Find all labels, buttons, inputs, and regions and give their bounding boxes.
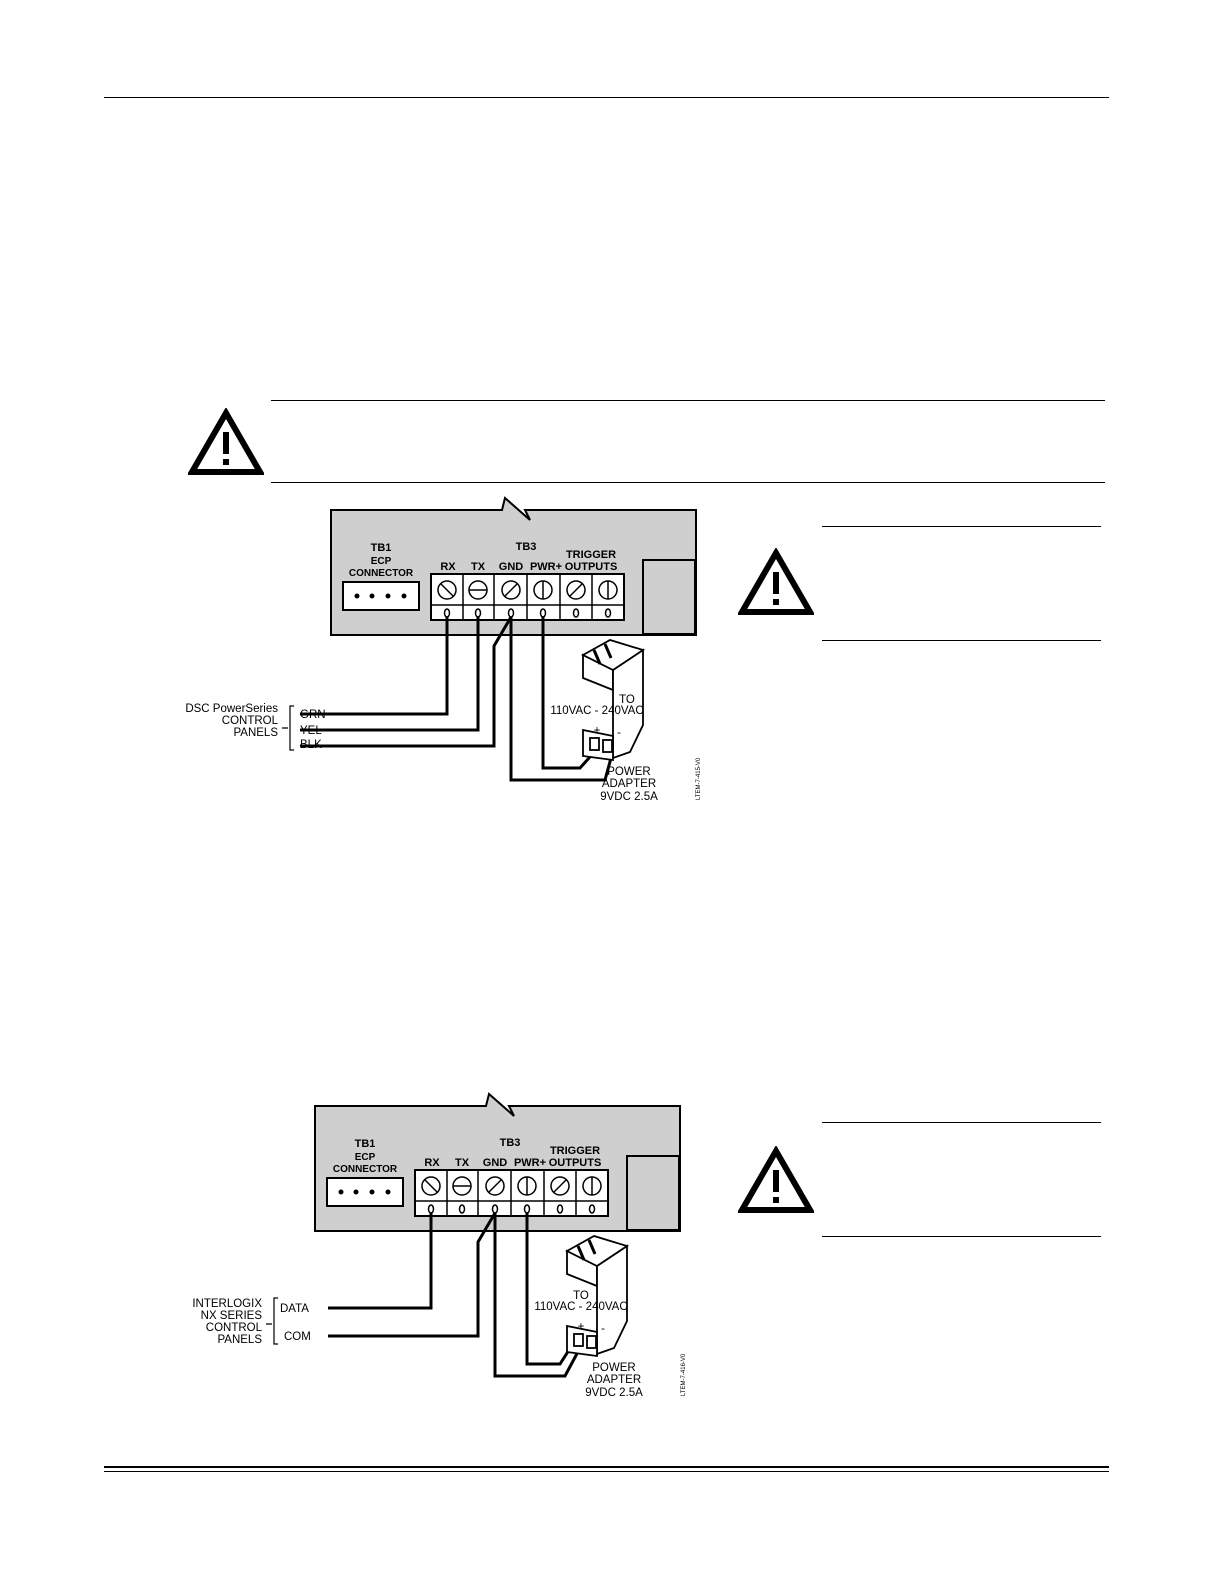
header-rule (104, 97, 1109, 98)
trigger-label-2: OUTPUTS (549, 1157, 602, 1169)
adapter-label-1: POWER (607, 766, 650, 778)
caution-box-top-rule (271, 400, 1105, 401)
caution-box-bottom-rule (271, 482, 1105, 483)
wiring-diagram-interlogix: TB1 ECP CONNECTOR TB3 RX TX GND PWR+ TRI… (192, 1092, 687, 1399)
ac-label-2: 110VAC - 240VAC (534, 1301, 627, 1313)
terminal-tx-label: TX (471, 561, 486, 573)
trigger-label-1: TRIGGER (550, 1145, 600, 1157)
note1-top-rule (822, 526, 1101, 527)
adapter-label-3: 9VDC 2.5A (600, 791, 658, 803)
wire-com-label: COM (284, 1331, 311, 1343)
trigger-label-1: TRIGGER (566, 549, 616, 561)
figure-code: LTEM-7-415-V0 (696, 757, 702, 800)
terminal-rx-label: RX (424, 1157, 440, 1169)
adapter-label-2: ADAPTER (602, 778, 656, 790)
tb1-title: TB1 (371, 542, 392, 554)
power-adapter-icon (581, 639, 646, 762)
panel-label-2: CONTROL (222, 715, 279, 727)
screw-terminal-icon (437, 574, 618, 620)
terminal-pwr-label: PWR+ (530, 561, 562, 573)
note2-top-rule (822, 1122, 1101, 1123)
minus-label: - (601, 1323, 605, 1335)
wiring-diagram-dsc: TB1 ECP CONNECTOR TB3 RX TX GND PWR+ TRI… (185, 496, 702, 803)
ac-label-2: 110VAC - 240VAC (550, 705, 643, 717)
panel-label-3: PANELS (233, 727, 278, 739)
plus-label: + (594, 725, 601, 737)
minus-label: - (617, 727, 621, 739)
terminal-tx-label: TX (455, 1157, 470, 1169)
footer-rule-thick (104, 1466, 1109, 1468)
tb1-label-2: CONNECTOR (333, 1164, 398, 1175)
plus-label: + (578, 1321, 585, 1333)
trigger-label-2: OUTPUTS (565, 561, 618, 573)
tb1-title: TB1 (355, 1138, 376, 1150)
adapter-label-1: POWER (592, 1362, 635, 1374)
panel-label-1: INTERLOGIX (192, 1298, 262, 1310)
screw-terminal-icon (421, 1170, 602, 1216)
tb3-title: TB3 (516, 541, 537, 553)
warning-icon (738, 548, 814, 615)
terminal-gnd-label: GND (483, 1157, 508, 1169)
ac-label-1: TO (619, 694, 635, 706)
wire-yel-label: YEL (300, 725, 322, 737)
note1-bottom-rule (822, 640, 1101, 641)
tb1-label-1: ECP (371, 556, 392, 567)
figure-code: LTEM-7-416-V0 (681, 1353, 687, 1396)
note2-bottom-rule (822, 1236, 1101, 1237)
panel-label-1: DSC PowerSeries (185, 703, 278, 715)
wire-grn-label: GRN (300, 709, 326, 721)
wire-blk-label: BLK (300, 739, 322, 751)
panel-label-4: PANELS (217, 1334, 262, 1346)
adapter-label-3: 9VDC 2.5A (585, 1387, 643, 1399)
terminal-gnd-label: GND (499, 561, 524, 573)
tb3-title: TB3 (500, 1137, 521, 1149)
power-adapter-icon (565, 1235, 630, 1358)
tb1-label-2: CONNECTOR (349, 568, 414, 579)
ac-label-1: TO (573, 1290, 589, 1302)
warning-icon (738, 1146, 814, 1213)
tb1-label-1: ECP (355, 1152, 376, 1163)
terminal-rx-label: RX (440, 561, 456, 573)
adapter-label-2: ADAPTER (587, 1374, 641, 1386)
wire-data-label: DATA (280, 1303, 309, 1315)
terminal-pwr-label: PWR+ (514, 1157, 546, 1169)
warning-icon (188, 408, 264, 475)
panel-label-2: NX SERIES (201, 1310, 263, 1322)
panel-label-3: CONTROL (206, 1322, 263, 1334)
footer-rule-thin (104, 1471, 1109, 1472)
